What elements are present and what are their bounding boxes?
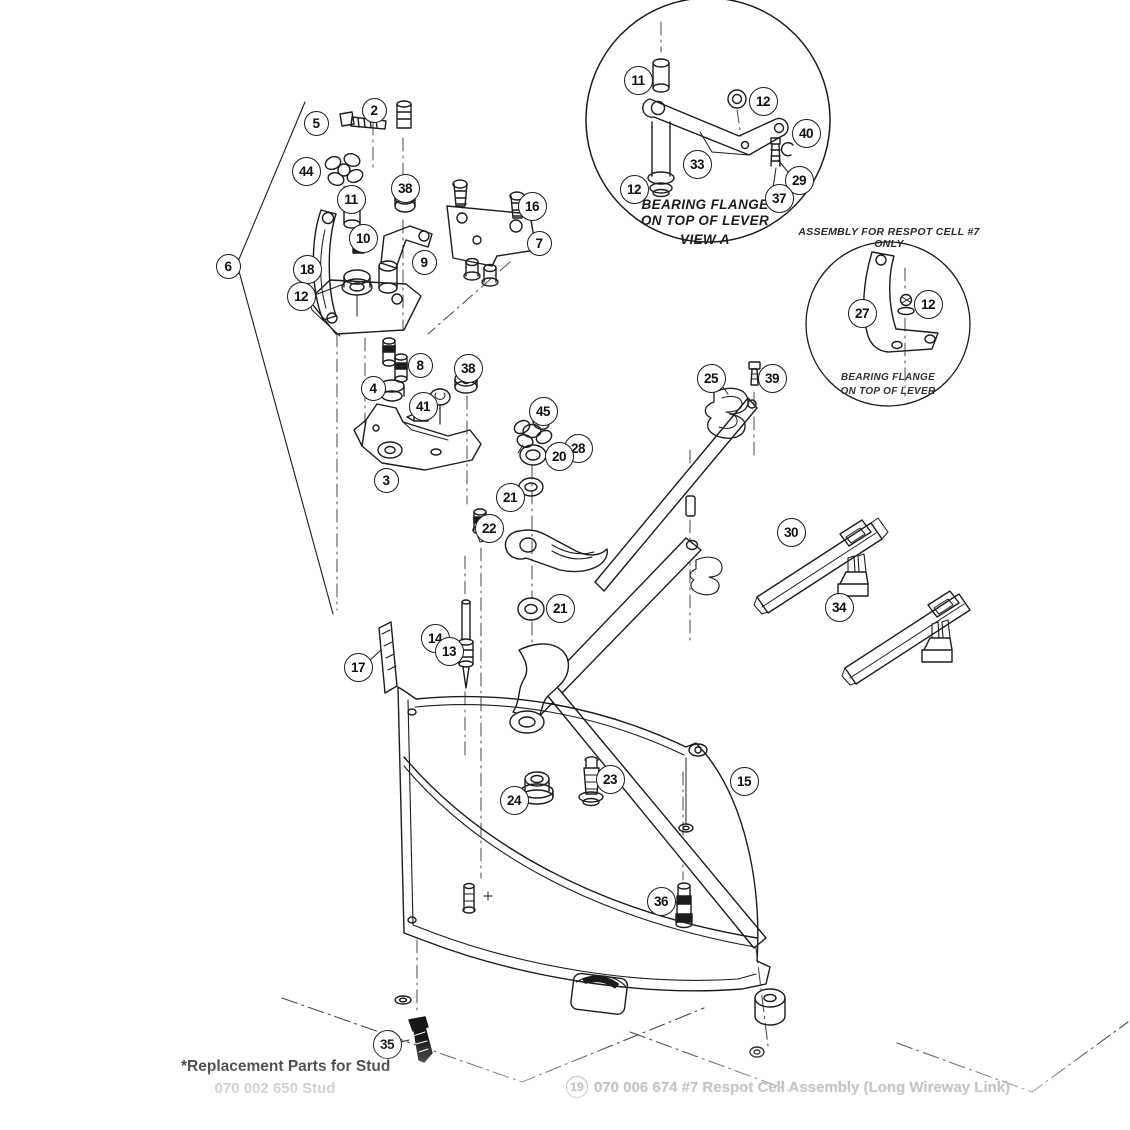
callout-21: 21 [495, 482, 525, 512]
callout-12: 12 [913, 289, 943, 319]
callout-24: 24 [499, 785, 529, 815]
callout-18: 18 [292, 254, 322, 284]
callout-33: 33 [682, 149, 712, 179]
caption-text: 070 006 674 #7 Respot Cell Assembly (Lon… [594, 1078, 1011, 1096]
callout-45: 45 [528, 396, 558, 426]
callout-4: 4 [360, 375, 386, 401]
callout-34: 34 [824, 592, 854, 622]
callout-30: 30 [776, 517, 806, 547]
view-b-label: BEARING FLANGE ON TOP OF LEVER [798, 371, 978, 398]
respot-cell-note: ASSEMBLY FOR RESPOT CELL #7 ONLY [798, 226, 980, 250]
callout-12: 12 [286, 281, 316, 311]
callout-13: 13 [434, 636, 464, 666]
callout-7: 7 [526, 230, 552, 256]
view-a-line-1: BEARING FLANGE [641, 197, 769, 212]
construction-lines [336, 21, 906, 1015]
callout-27: 27 [847, 298, 877, 328]
wireway-links [509, 361, 971, 949]
callout-8: 8 [407, 352, 433, 378]
callout-35: 35 [372, 1029, 402, 1059]
callout-12: 12 [619, 174, 649, 204]
callout-12: 12 [748, 86, 778, 116]
callout-11: 11 [336, 184, 366, 214]
callout-40: 40 [791, 118, 821, 148]
callout-44: 44 [291, 156, 321, 186]
callout-5: 5 [303, 110, 329, 136]
callout-36: 36 [646, 886, 676, 916]
callout-37: 37 [764, 183, 794, 213]
callout-9: 9 [411, 249, 437, 275]
assembly-caption: 19 070 006 674 #7 Respot Cell Assembly (… [566, 1076, 1010, 1098]
callout-17: 17 [343, 652, 373, 682]
playfield-outline [281, 939, 1129, 1093]
view-a-label: BEARING FLANGE ON TOP OF LEVER VIEW A [605, 197, 805, 248]
callout-21: 21 [545, 593, 575, 623]
replacement-parts-note: *Replacement Parts for Stud [181, 1058, 391, 1075]
view-b-line-1: BEARING FLANGE [840, 372, 936, 383]
view-a-line-3: VIEW A [680, 232, 730, 247]
callout-23: 23 [595, 764, 625, 794]
callout-2: 2 [361, 97, 387, 123]
callout-41: 41 [408, 391, 438, 421]
callout-6: 6 [215, 253, 241, 279]
frame-assembly [394, 385, 786, 1063]
callout-38: 38 [453, 353, 483, 383]
caption-number-badge: 19 [566, 1076, 588, 1098]
callout-15: 15 [729, 766, 759, 796]
callout-16: 16 [517, 191, 547, 221]
callout-3: 3 [373, 467, 399, 493]
callout-25: 25 [696, 363, 726, 393]
callout-38: 38 [390, 173, 420, 203]
view-a-line-2: ON TOP OF LEVER [640, 213, 770, 228]
callout-39: 39 [757, 363, 787, 393]
callout-22: 22 [474, 513, 504, 543]
callout-11: 11 [623, 65, 653, 95]
replacement-part-number: 070 002 650 Stud [214, 1080, 336, 1097]
view-b-line-2: ON TOP OF LEVER [840, 385, 936, 397]
detail-circle-a [585, 0, 831, 243]
callout-20: 20 [544, 441, 574, 471]
callout-10: 10 [348, 223, 378, 253]
